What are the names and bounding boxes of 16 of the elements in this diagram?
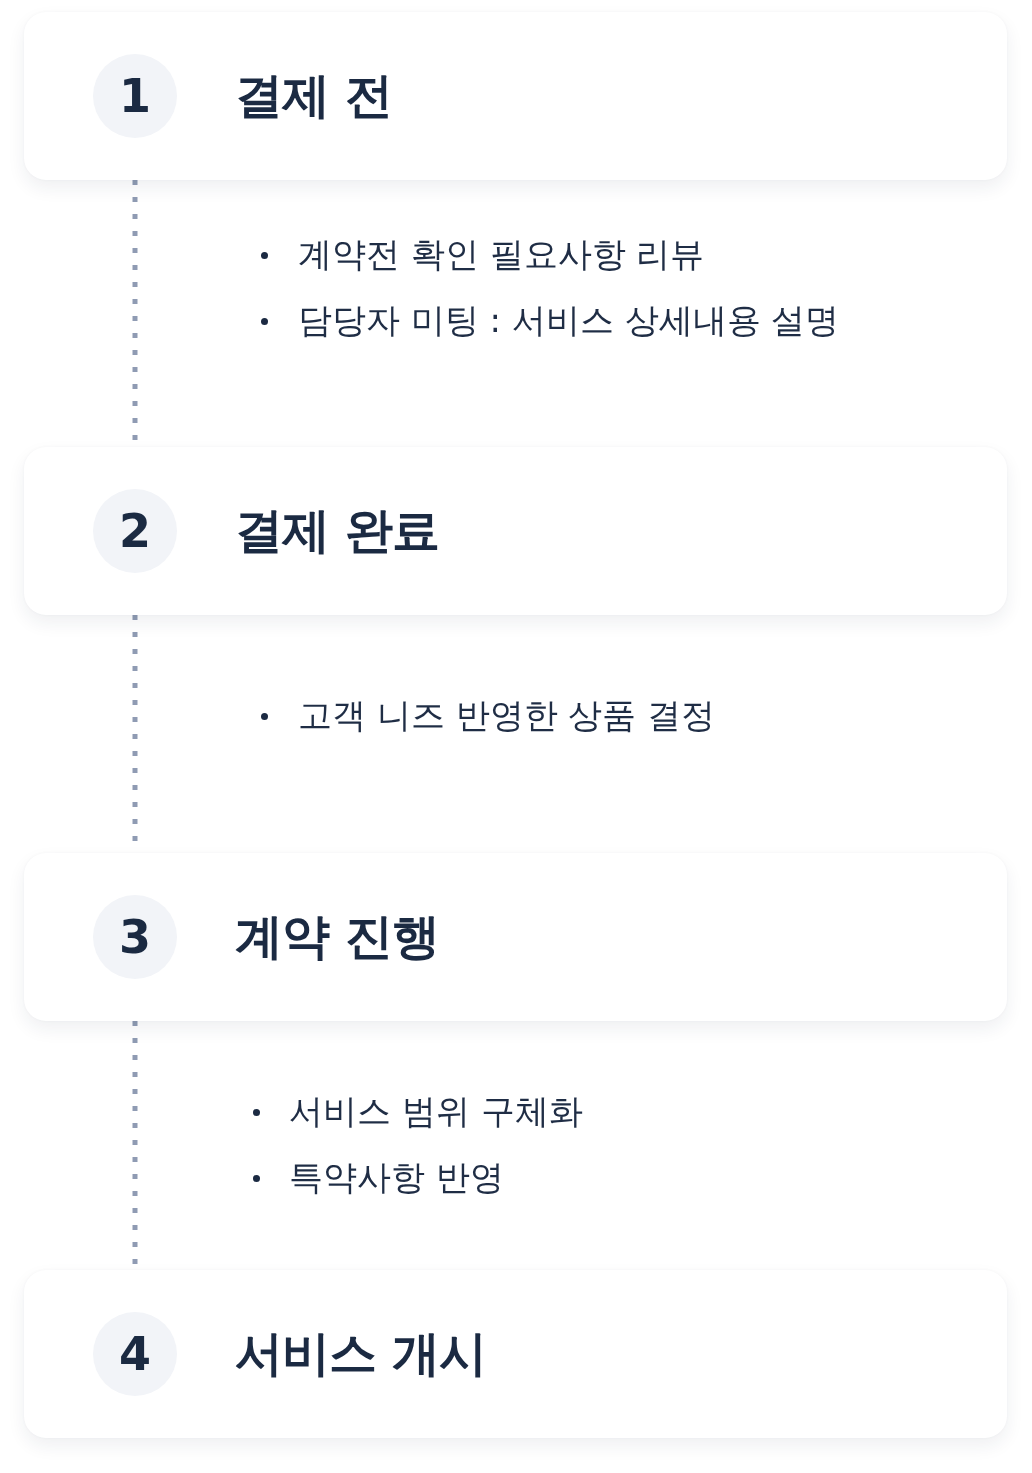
step-card (24, 447, 1007, 615)
step-number: 2 (93, 489, 177, 573)
bullet-text: 담당자 미팅 : 서비스 상세내용 설명 (298, 300, 840, 341)
bullet-text: 특약사항 반영 (289, 1157, 504, 1198)
bullet-text: 고객 니즈 반영한 상품 결정 (298, 695, 716, 736)
step-title: 결제 전 (235, 67, 392, 125)
step-title: 계약 진행 (235, 908, 439, 966)
step-card (24, 12, 1007, 180)
step-card (24, 853, 1007, 1021)
step-title: 결제 완료 (235, 502, 439, 560)
step-title: 서비스 개시 (235, 1325, 486, 1383)
step-number: 3 (93, 895, 177, 979)
bullet-text: 계약전 확인 필요사항 리뷰 (298, 234, 705, 275)
step-number: 1 (93, 54, 177, 138)
bullet-text: 서비스 범위 구체화 (289, 1091, 583, 1132)
step-number: 4 (93, 1312, 177, 1396)
